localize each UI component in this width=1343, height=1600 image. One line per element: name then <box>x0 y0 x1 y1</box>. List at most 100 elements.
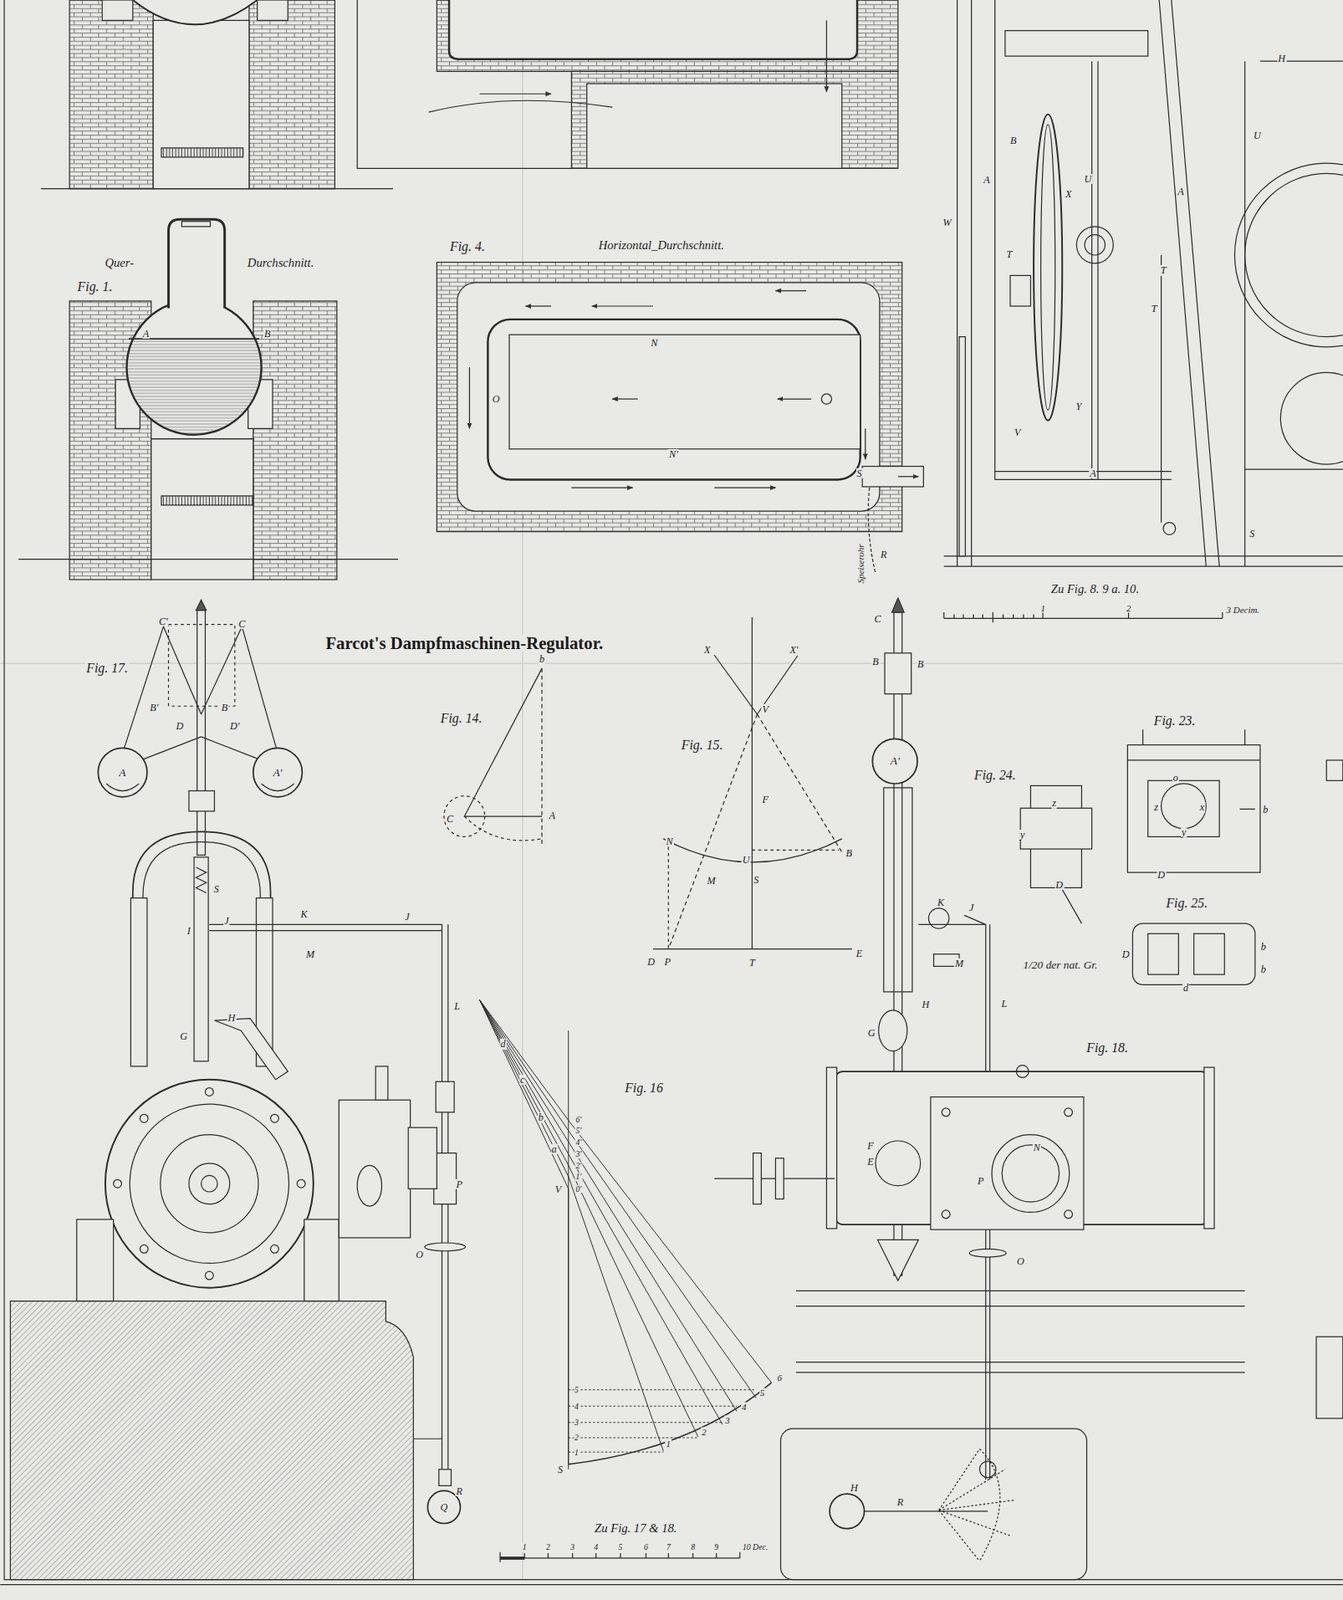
drawing-label: b <box>537 1112 545 1123</box>
drawing-label: 6 <box>776 1373 783 1383</box>
drawing-label: V <box>1013 427 1022 438</box>
drawing-label: b <box>1261 804 1269 815</box>
drawing-label: V <box>761 704 770 715</box>
drawing-label: M <box>706 875 717 886</box>
drawing-label: y <box>1180 826 1187 837</box>
drawing-label: Fig. 15. <box>680 738 725 752</box>
drawing-label: 9 <box>713 1542 720 1552</box>
drawing-label: Q <box>439 1501 449 1512</box>
drawing-label: Y <box>1075 401 1083 412</box>
drawing-label: Quer- <box>103 255 135 269</box>
drawing-label: R <box>454 1485 463 1497</box>
drawing-label: T <box>748 957 756 968</box>
drawing-label: R <box>896 1496 904 1507</box>
drawing-label: N' <box>668 449 680 460</box>
drawing-label: B <box>263 328 271 339</box>
drawing-label: Horizontal_Durchschnitt. <box>597 239 726 252</box>
drawing-label: 0' <box>574 1184 583 1194</box>
drawing-label: Fig. 1. <box>76 280 114 294</box>
scale-bar <box>944 612 1223 623</box>
drawing-label: M <box>305 949 316 960</box>
drawing-label: 5' <box>574 1126 583 1135</box>
drawing-label: H <box>849 1482 859 1493</box>
drawing-label: b <box>1260 941 1267 952</box>
drawing-label: A <box>982 174 991 185</box>
drawing-label: 3' <box>574 1149 583 1159</box>
drawing-label: 1 <box>573 1448 580 1457</box>
drawing-label: V <box>554 1184 562 1195</box>
drawing-label: J <box>403 911 410 922</box>
drawing-label: S <box>213 883 220 894</box>
drawing-label: 3 <box>724 1414 731 1425</box>
drawing-label: B <box>916 658 925 669</box>
drawing-label: O <box>1016 1256 1026 1267</box>
drawing-label: H <box>227 1012 237 1023</box>
drawing-label: S <box>556 1464 564 1475</box>
drawing-label: X' <box>788 644 799 655</box>
drawing-label: R <box>879 549 888 560</box>
drawing-label: D <box>174 720 184 731</box>
drawing-label: G <box>178 1031 189 1042</box>
drawing-label: x <box>1199 801 1206 812</box>
drawing-label: 1 <box>1039 603 1046 613</box>
drawing-label: 4' <box>574 1138 583 1147</box>
drawing-label: b <box>538 653 546 664</box>
drawing-label: Zu Fig. 17 & 18. <box>593 1521 678 1535</box>
drawing-label: 5 <box>759 1387 766 1397</box>
drawing-label: 10 Dec. <box>741 1542 769 1552</box>
detail-parts <box>1020 729 1343 1419</box>
drawing-label: T <box>1159 265 1168 276</box>
drawing-label: 1/20 der nat. Gr. <box>1021 960 1098 971</box>
drawing-label: Fig. 16 <box>623 1081 664 1095</box>
drawing-label: W <box>941 217 952 228</box>
drawing-label: B <box>845 847 853 858</box>
drawing-label: 3 <box>569 1542 576 1552</box>
drawing-label: 2 <box>545 1542 552 1552</box>
machine-frame <box>944 0 1343 567</box>
drawing-label: N <box>649 337 659 348</box>
drawing-label: d <box>500 1038 507 1049</box>
drawing-label: P <box>454 1179 463 1190</box>
drawing-label: 5 <box>573 1385 580 1395</box>
drawing-label: 4 <box>592 1542 599 1552</box>
drawing-label: S <box>856 468 863 479</box>
drawing-label: a <box>551 1143 558 1155</box>
drawing-label: H <box>1276 52 1287 63</box>
drawing-label: 2 <box>700 1427 707 1437</box>
drawing-label: L <box>453 1000 461 1012</box>
drawing-label: M <box>954 958 965 969</box>
drawing-label: B <box>1009 135 1017 146</box>
drawing-label: F <box>761 793 770 804</box>
drawing-label: K <box>300 908 309 920</box>
drawing-label: c <box>519 1074 526 1085</box>
drawing-label: 2 <box>1125 603 1132 613</box>
drawing-label: 3 Decim. <box>1225 604 1262 614</box>
drawing-label: 4 <box>740 1401 747 1411</box>
drawing-label: E <box>866 1156 874 1167</box>
drawing-label: Speiserohr <box>855 542 865 584</box>
drawing-label: 1' <box>574 1172 583 1181</box>
drawing-label: A <box>117 766 127 778</box>
drawing-label: D <box>1156 869 1166 880</box>
drawing-label: T <box>1005 249 1014 260</box>
drawing-label: Fig. 23. <box>1153 714 1197 728</box>
drawing-label: S <box>752 874 760 885</box>
drawing-label: 7 <box>665 1542 672 1552</box>
drawing-label: y <box>1019 829 1026 840</box>
geometric-figure <box>444 668 542 848</box>
drawing-label: B <box>220 702 229 713</box>
drawing-label: D <box>646 955 656 966</box>
drawing-label: O <box>414 1249 424 1260</box>
boiler-section-long <box>357 0 899 169</box>
drawing-label: Fig. 4. <box>449 240 486 254</box>
drawing-label: E <box>855 948 863 959</box>
drawing-label: 2' <box>574 1161 583 1170</box>
drawing-label: A <box>1176 186 1185 197</box>
drawing-label: C' <box>158 616 169 627</box>
drawing-label: 6' <box>574 1115 583 1124</box>
drawing-label: H <box>920 999 930 1010</box>
scale-bar <box>500 1552 741 1563</box>
drawing-label: P <box>976 1175 985 1186</box>
drawing-label: 1 <box>521 1542 528 1552</box>
